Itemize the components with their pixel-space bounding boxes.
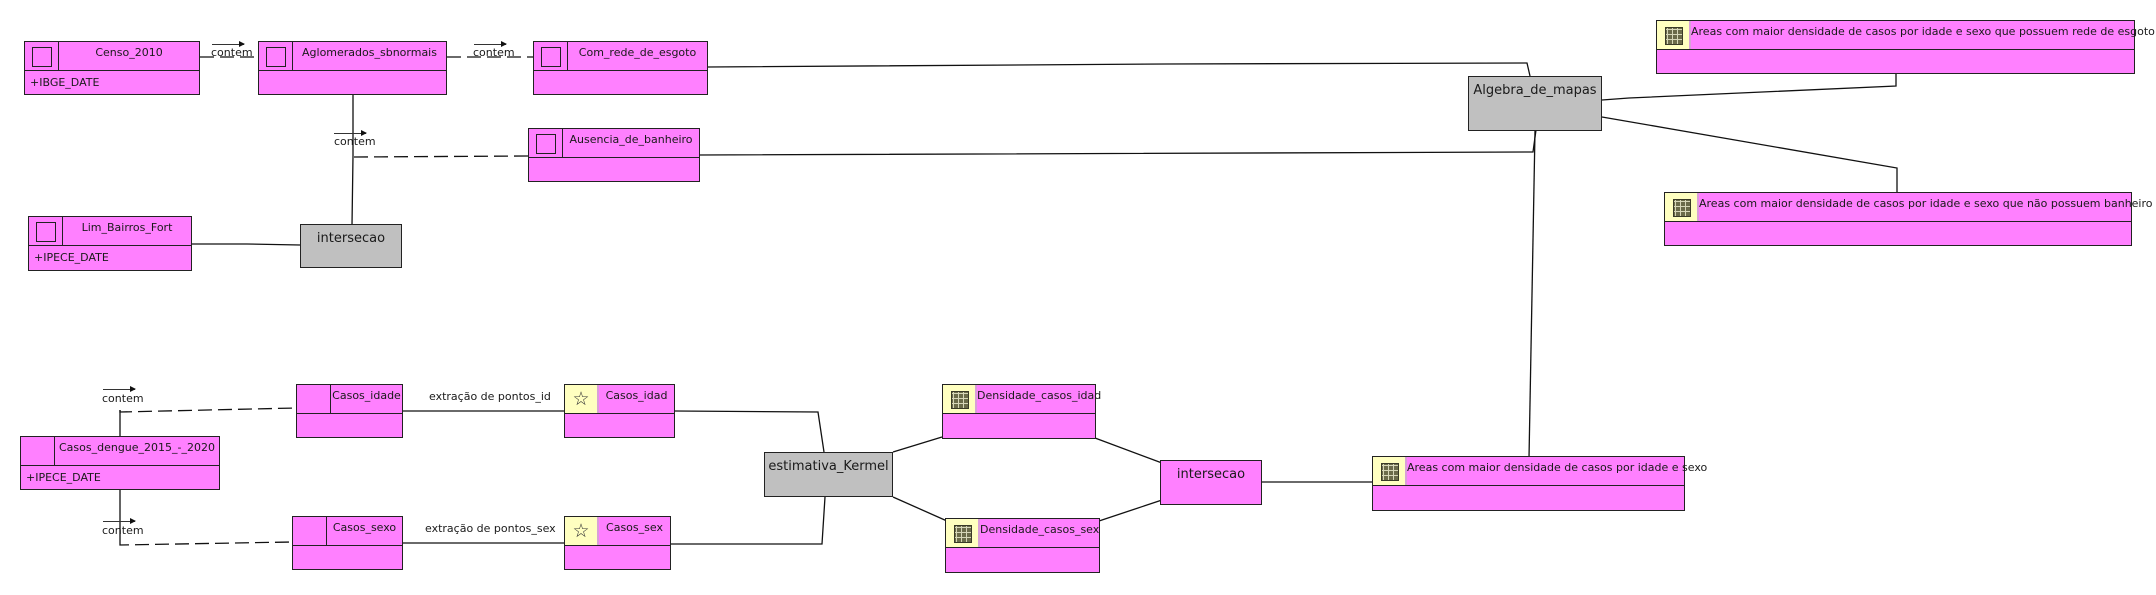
class-densidade-casos-sex[interactable]: Densidade_casos_sex (945, 518, 1100, 573)
class-header: ☆ Casos_sex (565, 517, 670, 546)
class-name: Areas com maior densidade de casos por i… (1699, 197, 2153, 210)
line-algebra-banheiro (1601, 116, 1898, 192)
relation-label: contem (102, 524, 144, 537)
class-name: Casos_sex (606, 521, 663, 534)
class-header: Com_rede_de_esgoto (534, 42, 707, 71)
relation-dengue-sexo (119, 540, 293, 546)
class-name: Areas com maior densidade de casos por i… (1691, 25, 2155, 38)
relation-label-extracao-sex: extração de pontos_sex (425, 522, 556, 535)
class-header: Ausencia_de_banheiro (529, 129, 699, 158)
operation-estimativa-kermel[interactable]: estimativa_Kermel (764, 452, 893, 497)
class-com-rede-de-esgoto[interactable]: Com_rede_de_esgoto (533, 41, 708, 95)
relation-label: contem (102, 392, 144, 405)
raster-grid-icon (1657, 21, 1691, 49)
class-header: Areas com maior densidade de casos por i… (1373, 457, 1708, 486)
line-aglomerados-intersecao (351, 94, 354, 226)
class-name: Casos_sexo (332, 521, 397, 534)
polygon-icon (29, 217, 63, 245)
class-name: Casos_idade (332, 389, 401, 402)
polygon-icon (25, 42, 59, 70)
operation-intersecao-bottom[interactable]: intersecao (1160, 460, 1262, 505)
operation-algebra-de-mapas[interactable]: Algebra_de_mapas (1468, 76, 1602, 131)
operation-intersecao-top[interactable]: intersecao (300, 224, 402, 268)
class-header: Casos_sexo (293, 517, 402, 546)
empty-icon-slot (21, 437, 55, 465)
line-sex-estimativa (671, 496, 826, 545)
class-header: Areas com maior densidade de casos por i… (1657, 21, 2155, 50)
class-areas-maior-densidade[interactable]: Areas com maior densidade de casos por i… (1372, 456, 1708, 511)
polygon-icon (259, 42, 293, 70)
direction-arrow-icon (474, 41, 507, 47)
class-header: Censo_2010 (25, 42, 199, 71)
class-attribute: +IBGE_DATE (30, 76, 100, 89)
class-header: Aglomerados_sbnormais (259, 42, 446, 71)
class-casos-sexo[interactable]: Casos_sexo (292, 516, 403, 570)
class-areas-sem-banheiro[interactable]: Areas com maior densidade de casos por i… (1664, 192, 2153, 246)
line-estimativa-densidade-idad (892, 436, 943, 453)
class-name: Com_rede_de_esgoto (578, 46, 697, 59)
class-name: Ausencia_de_banheiro (569, 133, 693, 146)
class-header: Densidade_casos_sex (946, 519, 1099, 548)
class-name: Censo_2010 (95, 46, 163, 59)
line-densidade-sex-intersecao (1098, 499, 1163, 522)
class-header: Casos_dengue_2015_-_2020 (21, 437, 219, 466)
class-name: Casos_dengue_2015_-_2020 (58, 441, 215, 454)
class-casos-dengue[interactable]: Casos_dengue_2015_-_2020 +IPECE_DATE (20, 436, 220, 490)
class-casos-sex[interactable]: ☆ Casos_sex (564, 516, 671, 570)
direction-arrow-icon (103, 518, 136, 524)
star-point-icon: ☆ (565, 517, 599, 545)
class-ausencia-de-banheiro[interactable]: Ausencia_de_banheiro (528, 128, 700, 182)
line-idad-estimativa (674, 410, 825, 453)
class-name: Densidade_casos_sex (980, 523, 1100, 536)
line-ausencia-algebra (698, 129, 1537, 156)
line-estimativa-densidade-sex (892, 496, 948, 522)
class-header: ☆ Casos_idad (565, 385, 674, 414)
relation-label: contem (211, 46, 253, 59)
class-header: Casos_idade (297, 385, 402, 414)
class-name: Lim_Bairros_Fort (81, 221, 173, 234)
raster-grid-icon (1665, 193, 1699, 221)
class-name: Aglomerados_sbnormais (302, 46, 437, 59)
class-name: Areas com maior densidade de casos por i… (1407, 461, 1708, 474)
class-aglomerados-sbnormais[interactable]: Aglomerados_sbnormais (258, 41, 447, 95)
relation-label: contem (473, 46, 515, 59)
empty-icon-slot (297, 385, 331, 413)
raster-grid-icon (946, 519, 980, 547)
polygon-icon (534, 42, 568, 70)
class-areas-com-rede-esgoto[interactable]: Areas com maior densidade de casos por i… (1656, 20, 2155, 74)
empty-icon-slot (293, 517, 327, 545)
class-attribute: +IPECE_DATE (26, 471, 101, 484)
line-lim-intersecao (192, 243, 301, 246)
class-casos-idade[interactable]: Casos_idade (296, 384, 403, 438)
direction-arrow-icon (103, 386, 136, 392)
star-point-icon: ☆ (565, 385, 599, 413)
class-densidade-casos-idad[interactable]: Densidade_casos_idad (942, 384, 1102, 439)
class-header: Areas com maior densidade de casos por i… (1665, 193, 2153, 222)
class-name: Casos_idad (605, 389, 668, 402)
relation-label-extracao-id: extração de pontos_id (429, 390, 551, 403)
line-densidade-idad-intersecao (1094, 437, 1163, 464)
raster-grid-icon (943, 385, 977, 413)
raster-grid-icon (1373, 457, 1407, 485)
relation-aglomerados-ausencia (353, 155, 529, 158)
class-casos-idad[interactable]: ☆ Casos_idad (564, 384, 675, 438)
class-lim-bairros-fort[interactable]: Lim_Bairros_Fort +IPECE_DATE (28, 216, 192, 271)
direction-arrow-icon (334, 130, 367, 136)
class-header: Densidade_casos_idad (943, 385, 1102, 414)
relation-dengue-idade (119, 407, 297, 413)
line-algebra-areas (1528, 130, 1536, 459)
line-comrede-algebra (707, 62, 1531, 77)
relation-label: contem (334, 135, 376, 148)
class-name: Densidade_casos_idad (977, 389, 1102, 402)
class-censo-2010[interactable]: Censo_2010 +IBGE_DATE (24, 41, 200, 95)
polygon-icon (529, 129, 563, 157)
direction-arrow-icon (212, 41, 245, 47)
class-attribute: +IPECE_DATE (34, 251, 109, 264)
line-algebra-esgoto (1601, 74, 1897, 101)
class-header: Lim_Bairros_Fort (29, 217, 191, 246)
